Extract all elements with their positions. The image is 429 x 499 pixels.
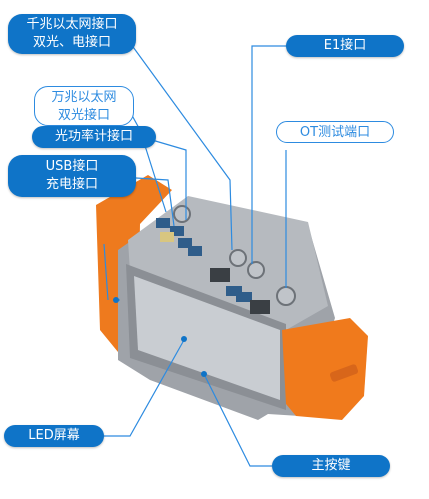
leader-dot-led	[181, 336, 187, 342]
leader-dot-key	[201, 371, 207, 377]
label-led-text: LED屏幕	[28, 428, 80, 443]
label-10g-line2: 双光接口	[57, 108, 110, 123]
sfp-ports	[156, 218, 252, 302]
label-gigabit-line2: 双光、电接口	[32, 35, 111, 50]
rj45-ports	[210, 268, 270, 314]
label-power-meter: 光功率计接口	[32, 126, 156, 148]
label-usb-charging: USB接口 充电接口	[8, 155, 136, 197]
label-otdr-text: OT测试端口	[299, 125, 371, 140]
label-gigabit-line1: 千兆以太网接口	[26, 17, 118, 32]
label-10g-ethernet: 万兆以太网 双光接口	[34, 86, 134, 126]
label-e1: E1接口	[286, 35, 404, 57]
bumper-slot	[329, 364, 359, 382]
led-screen	[134, 276, 280, 400]
label-gigabit-ethernet: 千兆以太网接口 双光、电接口	[8, 14, 136, 54]
leader-dot-usb	[113, 297, 119, 303]
label-e1-text: E1接口	[323, 38, 367, 53]
label-power-meter-text: 光功率计接口	[54, 129, 133, 144]
label-main-key: 主按键	[272, 455, 390, 477]
label-otdr-port: OT测试端口	[276, 121, 394, 143]
label-led-screen: LED屏幕	[4, 425, 104, 447]
label-usb-line1: USB接口	[45, 159, 99, 174]
label-main-key-text: 主按键	[311, 458, 351, 473]
right-bumper	[282, 318, 368, 420]
label-10g-line1: 万兆以太网	[51, 90, 117, 105]
label-usb-line2: 充电接口	[45, 177, 98, 192]
coax-connectors	[173, 205, 296, 306]
